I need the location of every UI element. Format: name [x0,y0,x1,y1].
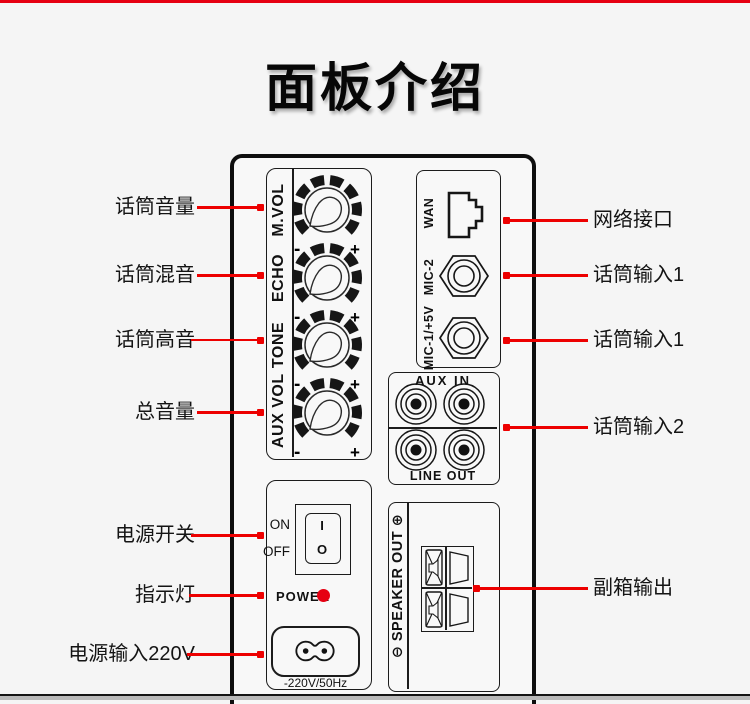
callout-power-input: 电源输入220V [68,643,195,665]
mic1-label: MIC-1/+5V [422,305,436,371]
switch-off-symbol: O [316,542,328,557]
power-section-box [266,480,372,690]
connector-line [197,203,264,211]
connector-line [503,336,588,344]
callout-sub-output: 副箱输出 [593,577,673,599]
knob-aux-vol: - + [292,378,362,463]
connector-line [503,216,588,224]
mic1-jack-icon [438,317,490,359]
aux-section-divider [389,427,497,429]
callout-mic-echo: 话筒混音 [115,264,195,286]
aux-section-box [388,372,500,485]
knob-minus: - [294,239,300,260]
speaker-clip-icon [425,549,443,586]
terminal-lever-icon [449,593,469,627]
callout-mic-input-1a: 话筒输入1 [593,264,685,286]
aux-in-label: AUX IN [414,373,472,388]
bottom-strip [0,696,750,700]
ac-voltage-label: -220V/50Hz [283,676,348,690]
knob-label-tone: TONE [270,321,287,369]
rca-jack-icon [443,429,485,471]
line-out-label: LINE OUT [409,469,477,483]
knob-minus: - [294,442,300,463]
knob-plus: + [350,308,360,327]
speaker-section-box [388,502,500,692]
on-label: ON [269,517,290,532]
io-section-box [416,170,501,368]
knob-section-box [266,168,372,460]
callout-power-switch: 电源开关 [115,524,195,546]
terminal-grid-hline [421,587,472,589]
power-indicator-led [317,589,330,602]
top-accent-bar [0,0,750,3]
bottom-border-line [0,694,750,696]
connector-line [197,408,264,416]
callout-mic-input-1b: 话筒输入1 [593,329,685,351]
callout-network-port: 网络接口 [593,209,673,231]
ac-inlet [271,626,360,677]
callout-mic-volume: 话筒音量 [115,196,195,218]
knob-tone: - + [292,310,362,395]
ac-inlet-figure8-icon [295,640,335,662]
device-panel [230,154,536,704]
knob-section-divider [292,169,294,457]
knob-echo: - + [292,243,362,328]
connector-line [473,584,588,592]
callout-master-volume: 总音量 [135,401,195,423]
knob-label-echo: ECHO [270,253,287,303]
callout-indicator-light: 指示灯 [135,584,195,606]
connector-line [503,271,588,279]
connector-line [191,531,264,539]
knob-plus: + [350,443,360,462]
connector-line [187,650,264,658]
knob-m-vol: - + [292,175,362,260]
rca-jack-icon [443,383,485,425]
knob-plus: + [350,375,360,394]
knob-label-aux-vol: AUX VOL [270,373,287,448]
power-indicator-label: POWER [276,589,331,604]
rca-jack-icon [395,429,437,471]
knob-minus: - [294,374,300,395]
terminal-lever-icon [449,551,469,585]
mic2-jack-icon [438,255,490,297]
knob-minus: - [294,307,300,328]
switch-on-symbol: I [320,518,324,533]
knob-label-m-vol: M.VOL [270,183,287,237]
connector-line [197,271,264,279]
knob-plus: + [350,240,360,259]
callout-mic-tone: 话筒高音 [115,329,195,351]
callout-mic-input-2: 话筒输入2 [593,416,685,438]
wan-port-icon [447,191,484,239]
speaker-clip-icon [425,591,443,628]
rca-jack-icon [395,383,437,425]
off-label: OFF [263,544,290,559]
page-title: 面板介绍 [264,60,485,118]
connector-line [189,591,264,599]
power-switch [295,504,351,575]
speaker-out-label: ⊖ SPEAKER OUT ⊕ [390,513,406,659]
speaker-section-divider [407,503,410,689]
power-switch-rocker [305,513,341,564]
connector-line [503,423,588,431]
connector-line [191,336,264,344]
